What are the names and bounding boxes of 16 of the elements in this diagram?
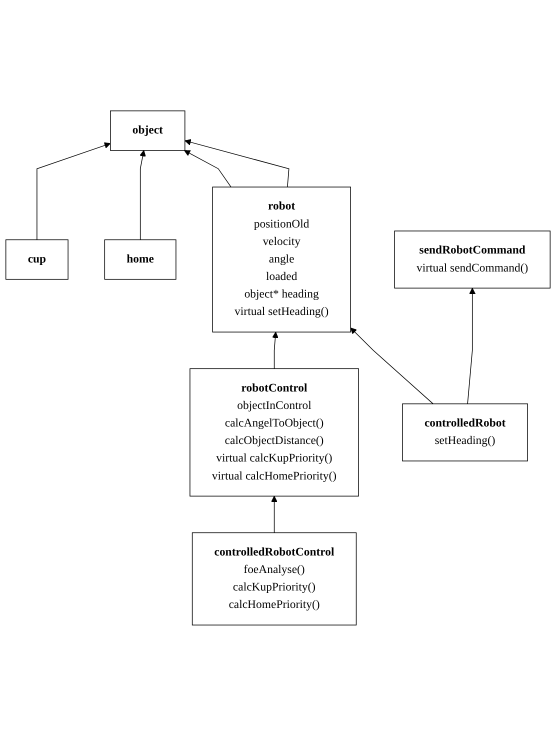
node-box: object (110, 110, 186, 150)
node-box: controlledRobot setHeading() (402, 403, 528, 461)
arrow (272, 331, 278, 369)
arrow (140, 150, 146, 240)
node-box: robotControl objectInControl calcAngelToObject() calcObjectDistance() virtual calcKupPriority() virtual calcHomePriority() (190, 368, 359, 496)
arrow (184, 138, 290, 187)
arrow (271, 495, 278, 533)
node-box: sendRobotCommand virtual sendCommand() (394, 230, 550, 288)
node-box: cup (6, 238, 68, 280)
node-box: home (104, 238, 176, 280)
arrow (467, 287, 476, 404)
arrow (36, 142, 111, 240)
node-box: controlledRobotControl foeAnalyse() calcKupPriority() calcHomePriority() (192, 532, 357, 625)
node-box: robot positionOld velocity angle loaded object* heading virtual setHeading() (212, 186, 351, 332)
arrow (350, 327, 434, 404)
arrow (184, 150, 232, 187)
